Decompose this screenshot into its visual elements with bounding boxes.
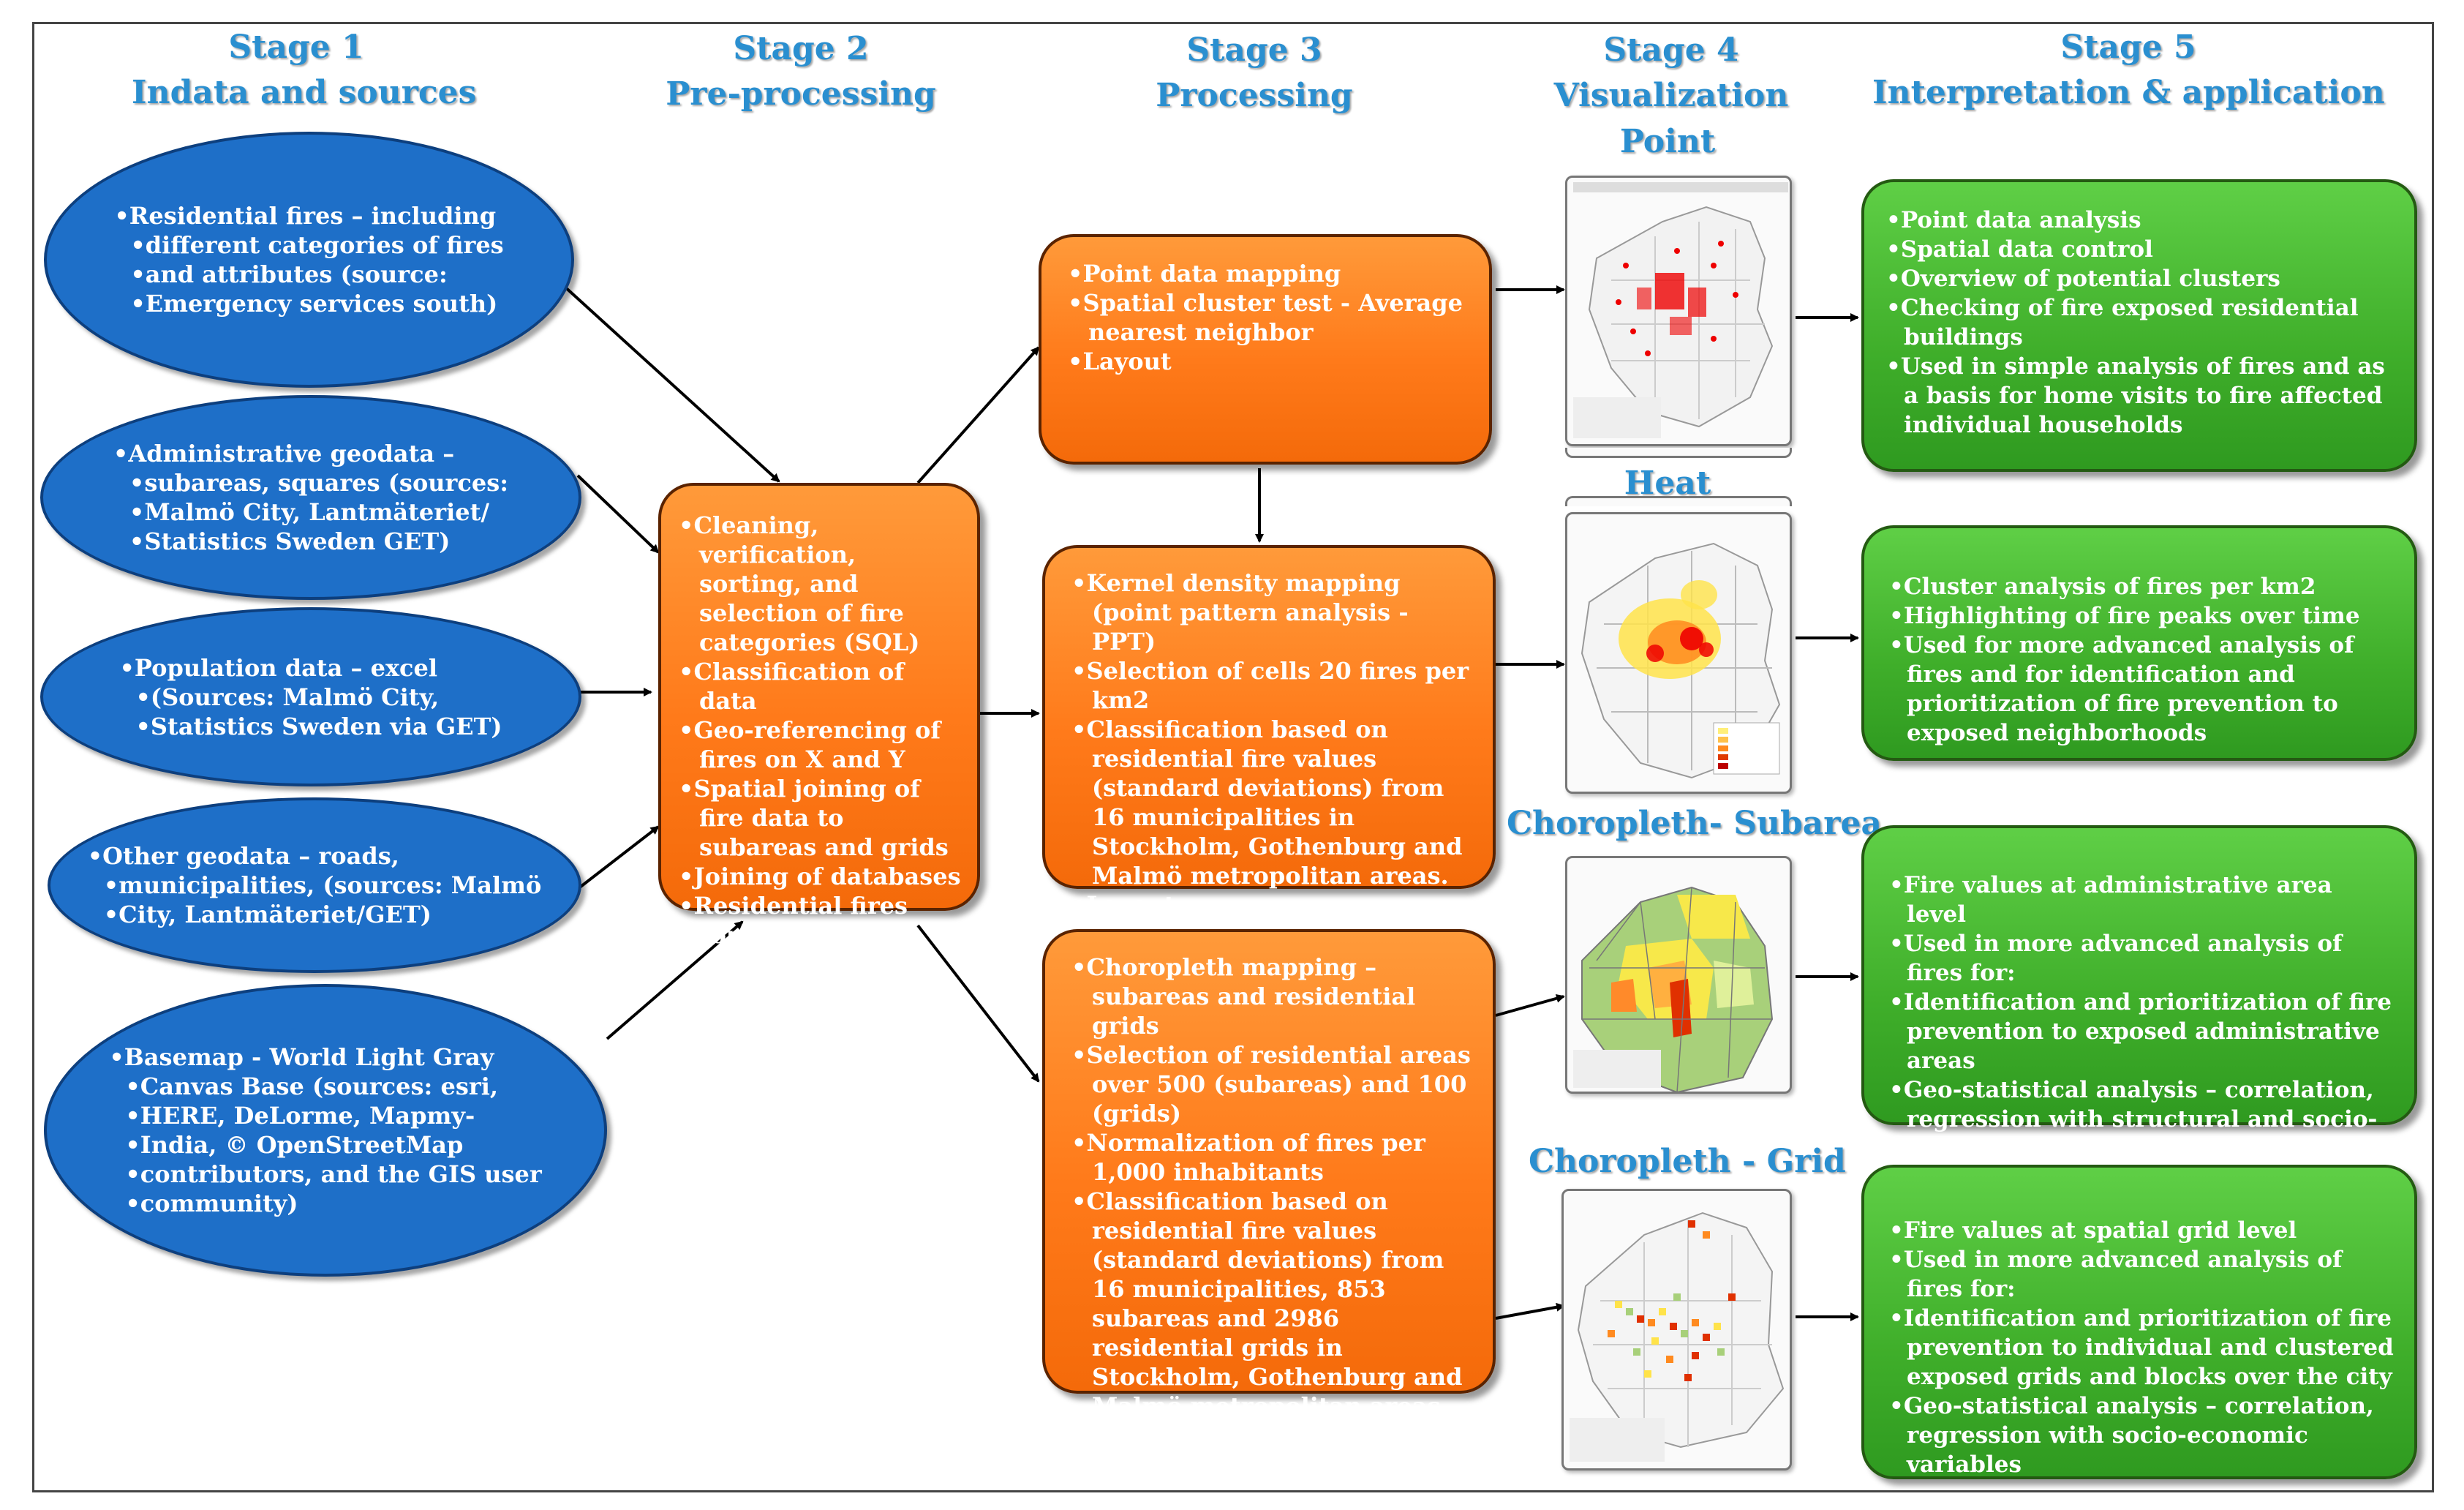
- processing-kernel-box: Kernel density mapping (point pattern an…: [1042, 545, 1496, 919]
- interpretation-point-box: Point data analysisSpatial data controlO…: [1861, 179, 2417, 472]
- map-choropleth-subarea: [1565, 856, 1792, 1094]
- diagram-frame: [32, 22, 2434, 1492]
- arrow-pre-to-proc1: [916, 346, 1040, 484]
- arrow-sources2-to-pre: [576, 474, 660, 554]
- map-point-bottom-edge: [1565, 448, 1792, 458]
- interpretation-choropleth-grid-box: Fire values at spatial grid levelUsed in…: [1861, 1165, 2417, 1479]
- source-other-geodata: Other geodata – roads,municipalities, (s…: [48, 797, 581, 973]
- source-basemap: Basemap - World Light GrayCanvas Base (s…: [44, 984, 607, 1277]
- viz-label-point: Point: [1619, 123, 1716, 160]
- viz-label-choropleth-subarea: Choropleth- Subarea: [1507, 805, 1882, 842]
- map-heat: [1565, 512, 1792, 794]
- map-heat-top-edge: [1565, 496, 1792, 506]
- arrow-pre-to-proc3: [916, 924, 1040, 1083]
- preprocessing-box: Cleaning, verification, sorting, and sel…: [658, 483, 980, 949]
- source-population-data: Population data – excel(Sources: Malmö C…: [40, 607, 581, 786]
- viz-label-heat: Heat: [1624, 465, 1711, 502]
- arrow-sources4-to-pre: [576, 825, 660, 890]
- source-residential-fires: Residential fires – includingdifferent c…: [44, 132, 574, 388]
- viz-label-choropleth-grid: Choropleth - Grid: [1529, 1143, 1846, 1180]
- processing-point-box: Point data mappingSpatial cluster test -…: [1039, 234, 1492, 465]
- interpretation-heat-box: Cluster analysis of fires per km2Highlig…: [1861, 525, 2417, 761]
- arrow-proc3-to-map3: [1495, 993, 1565, 1017]
- map-choropleth-grid: [1561, 1189, 1792, 1470]
- map-point: [1565, 176, 1792, 446]
- processing-choropleth-box: Choropleth mapping – subareas and reside…: [1042, 929, 1496, 1449]
- arrow-sources1-to-pre: [562, 284, 780, 483]
- arrow-proc3-to-map4: [1495, 1302, 1565, 1320]
- interpretation-choropleth-subarea-box: Fire values at administrative area level…: [1861, 825, 2417, 1162]
- source-administrative-geodata: Administrative geodata –subareas, square…: [40, 395, 581, 600]
